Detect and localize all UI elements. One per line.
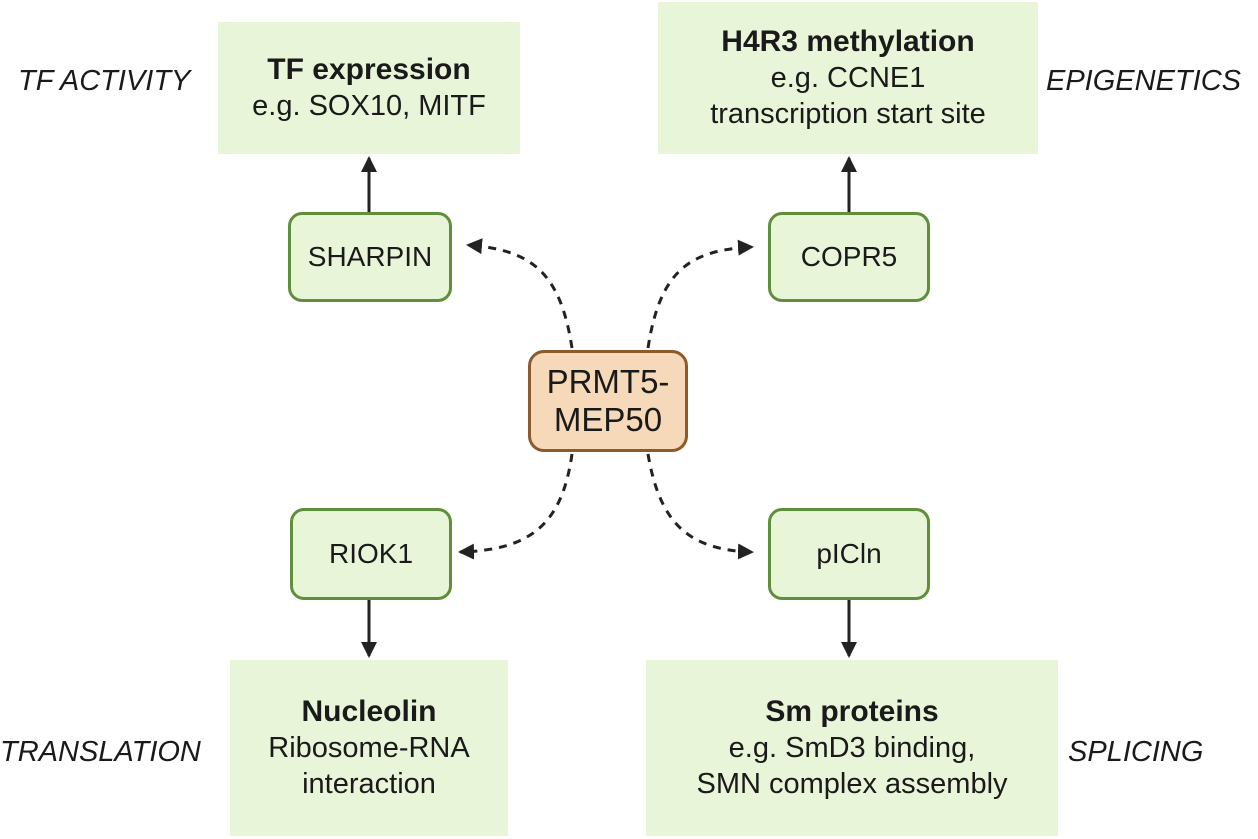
sharpin-label: SHARPIN [307,241,433,272]
nucleolin-line-2: interaction [302,768,436,800]
h4r3-methylation-line-2: transcription start site [710,98,986,130]
sm-proteins-line-1: e.g. SmD3 binding, [728,732,976,764]
riok1-label: RIOK1 [328,538,414,569]
sm-proteins-line-2: SMN complex assembly [696,768,1008,800]
tf-expression-title: TF expression [267,53,471,86]
copr5-box: COPR5 [768,212,930,302]
tf-expression-line-1: e.g. SOX10, MITF [252,90,486,122]
nucleolin-title: Nucleolin [301,695,437,728]
nucleolin-box: Nucleolin Ribosome-RNA interaction [230,660,508,836]
copr5-label: COPR5 [800,241,898,272]
dashed-arrow-to-sharpin [466,238,574,349]
sharpin-box: SHARPIN [288,212,452,302]
h4r3-methylation-box: H4R3 methylation e.g. CCNE1 transcriptio… [658,2,1038,154]
sm-proteins-box: Sm proteins e.g. SmD3 binding, SMN compl… [646,660,1058,836]
dashed-arrow-to-copr5 [646,239,754,349]
h4r3-methylation-title: H4R3 methylation [721,25,975,58]
dashed-arrow-to-riok1 [458,453,574,560]
category-splicing: SPLICING [1068,736,1204,768]
sm-proteins-title: Sm proteins [765,695,939,728]
prmt5-mep50-box: PRMT5- MEP50 [528,350,688,452]
nucleolin-line-1: Ribosome-RNA [268,732,470,764]
tf-expression-box: TF expression e.g. SOX10, MITF [218,22,520,154]
riok1-box: RIOK1 [290,508,452,600]
prmt5-mep50-line-1: PRMT5- [546,363,670,400]
category-epigenetics: EPIGENETICS [1046,65,1241,97]
category-translation: TRANSLATION [0,736,201,768]
h4r3-methylation-line-1: e.g. CCNE1 [770,62,926,94]
picln-label: pICln [816,538,882,569]
category-tf-activity: TF ACTIVITY [18,65,191,97]
picln-box: pICln [768,508,930,600]
prmt5-mep50-line-2: MEP50 [553,401,663,438]
dashed-arrow-to-picln [646,453,754,560]
